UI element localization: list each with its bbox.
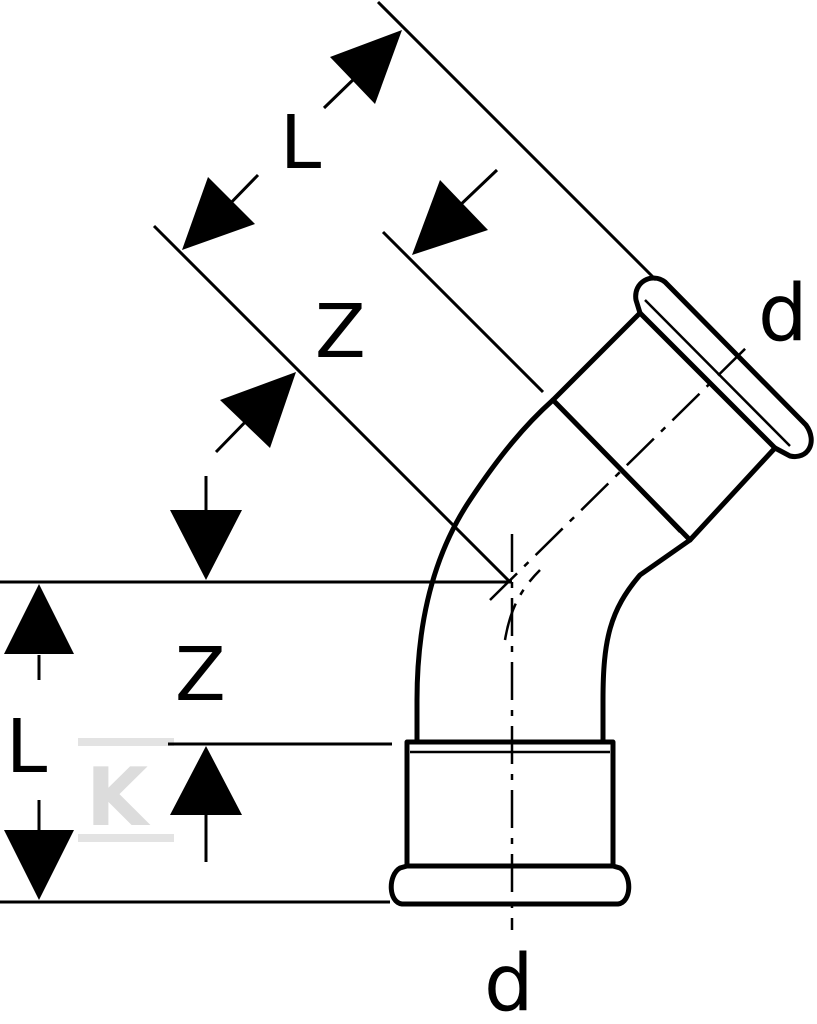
label-d-top: d (758, 269, 808, 359)
label-z-diagonal: Z (315, 289, 366, 375)
label-l-diagonal: L (280, 100, 321, 186)
l-arrow-head (330, 30, 402, 104)
bottom-socket (404, 739, 616, 869)
top-collar-inner-line (644, 299, 791, 447)
extension-line-socket (381, 230, 545, 394)
z-up-head (170, 746, 242, 815)
z-down-head (170, 510, 242, 580)
elbow-outer-wall (414, 397, 556, 745)
lz-arrow-head (182, 177, 255, 250)
watermark-letter: K (86, 751, 151, 844)
top-socket-collar (633, 275, 814, 460)
extension-line-center (152, 224, 512, 584)
vertical-dimensions: Z L (0, 476, 512, 904)
centerline-diagonal (489, 341, 753, 601)
top-socket-ring (561, 409, 681, 533)
bottom-socket-collar (388, 863, 632, 907)
watermark: K (78, 738, 174, 844)
label-z-vertical: Z (175, 632, 226, 718)
l-down-head (4, 830, 74, 900)
l-arrow-stem (322, 73, 360, 110)
label-l-vertical: L (6, 704, 47, 790)
elbow-fitting (388, 275, 814, 930)
l-up-head (4, 584, 74, 654)
label-d-bottom: d (484, 939, 534, 1024)
z-arrow-head-right (412, 180, 488, 255)
centerline-bend (503, 569, 541, 641)
z-arrow-head-lower (220, 372, 296, 448)
elbow-inner-wall (600, 537, 693, 745)
diagonal-dimensions: L Z (152, 0, 658, 584)
extension-line-outer (376, 0, 658, 282)
